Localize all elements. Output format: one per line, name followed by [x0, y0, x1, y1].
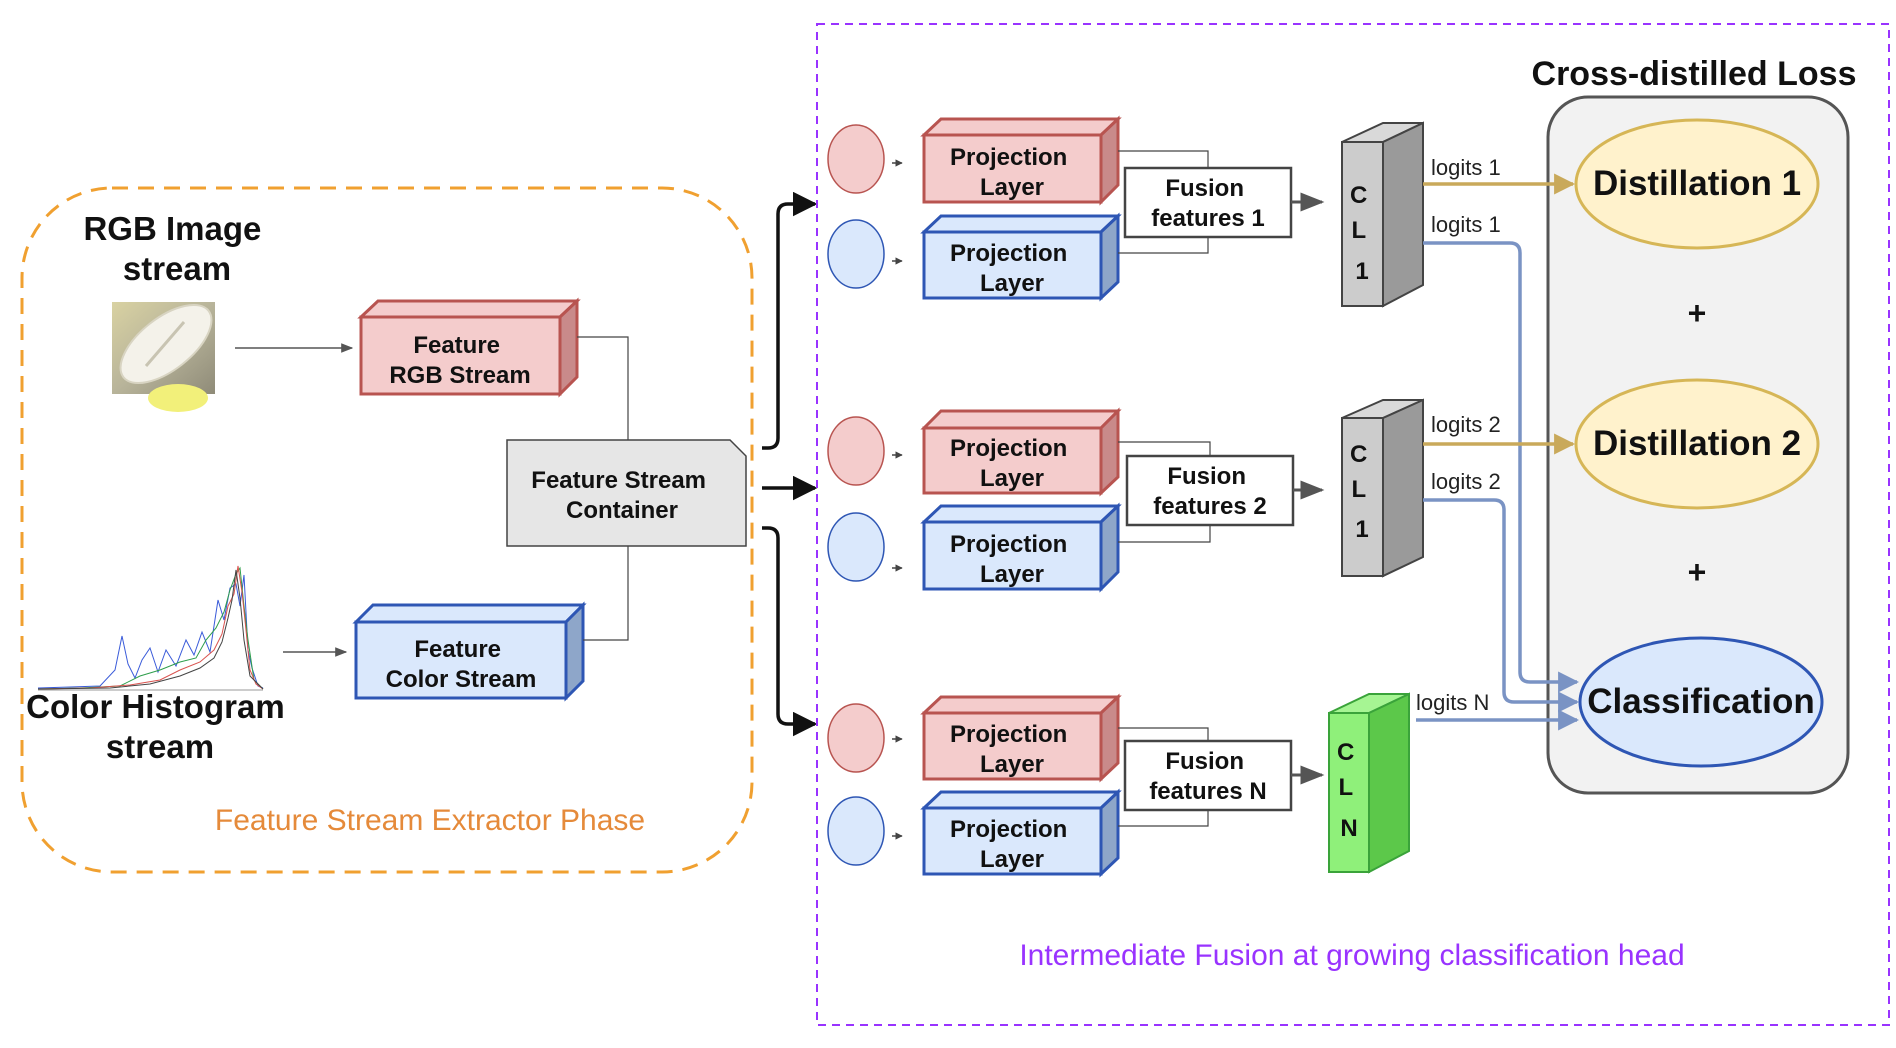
extractor-phase-label: Feature Stream Extractor Phase [215, 804, 645, 837]
plus-2: + [1688, 554, 1707, 590]
loss-title: Cross-distilled Loss [1532, 55, 1857, 93]
fanout-arrow-top [762, 191, 818, 450]
feature-rgb-stream-box: Feature RGB Stream [357, 297, 581, 398]
distillation-1-node [1574, 118, 1820, 250]
svg-text:Projection Layer: Projection Layer [950, 240, 1074, 297]
classifier-block: C L 1 [1341, 121, 1424, 308]
logits-top-label: logits 2 [1431, 412, 1501, 437]
fusion-phase-boundary [816, 23, 1890, 1026]
feature-rgb-label: Feature [413, 332, 500, 359]
blue-feature-node [827, 512, 885, 582]
projection-layer-red: Projection Layer [920, 693, 1122, 783]
feature-color-stream-box: Feature Color Stream [352, 601, 587, 702]
red-feature-node [827, 416, 885, 486]
classification-label: Classification [1587, 682, 1815, 721]
projection-layer-blue: Projection Layer [920, 212, 1122, 302]
classifier-block: C L 1 [1341, 398, 1424, 578]
fusion-features-box: Fusion features 1 [1123, 166, 1293, 239]
extractor-phase-boundary [20, 186, 754, 874]
logits2-to-classification [1423, 498, 1580, 713]
svg-text:Fusion features N: Fusion features N [1149, 748, 1266, 805]
rgb-pill-image [112, 302, 215, 412]
projection-layer-blue: Projection Layer [920, 502, 1122, 593]
color-feature-connector [583, 546, 629, 641]
logits-n-label: logits N [1416, 690, 1489, 715]
svg-text:Projection Layer: Projection Layer [950, 435, 1074, 492]
branch-2: Projection Layer Projection Layer Fusion… [827, 398, 1501, 593]
fanout-arrow-bottom [762, 526, 818, 737]
container-label: Feature Stream [531, 467, 706, 494]
fusion-features-box: Fusion features N [1123, 739, 1293, 812]
color-histogram-image [37, 565, 264, 691]
logits1-to-classification [1423, 241, 1580, 693]
svg-text:Feature Color Stream: Feature Color Stream [386, 636, 537, 693]
svg-text:C L N: C L N [1337, 739, 1361, 842]
distillation-1-label: Distillation 1 [1593, 164, 1801, 203]
svg-text:Projection Layer: Projection Layer [950, 144, 1074, 201]
classification-node [1578, 636, 1824, 768]
blue-feature-node [827, 219, 885, 289]
projection-layer-red: Projection Layer [920, 115, 1122, 206]
svg-text:Feature RGB Stream: Feature RGB Stream [389, 332, 530, 389]
classifier-block-n: C L N [1328, 692, 1410, 874]
fusion-phase-label: Intermediate Fusion at growing classific… [1019, 939, 1684, 972]
red-feature-node [827, 124, 885, 194]
feature-color-label: Feature [414, 636, 501, 663]
logits-bottom-label: logits 2 [1431, 469, 1501, 494]
projection-layer-blue: Projection Layer [920, 788, 1122, 878]
fusion-features-box: Fusion features 2 [1125, 454, 1295, 527]
svg-text:Fusion features 1: Fusion features 1 [1151, 175, 1264, 232]
logits-top-label: logits 1 [1431, 155, 1501, 180]
rgb-feature-connector [577, 336, 629, 440]
distillation-2-label: Distillation 2 [1593, 424, 1801, 463]
svg-text:Projection Layer: Projection Layer [950, 721, 1074, 778]
logits-bottom-label: logits 1 [1431, 212, 1501, 237]
svg-text:Projection Layer: Projection Layer [950, 816, 1074, 873]
svg-text:C L 1: C L 1 [1350, 182, 1374, 285]
branch-n: Projection Layer Projection Layer Fusion… [827, 690, 1489, 878]
rgb-stream-title: RGB Image stream [83, 210, 270, 287]
hist-stream-title: Color Histogram stream [26, 688, 294, 765]
svg-text:Projection Layer: Projection Layer [950, 531, 1074, 588]
svg-text:C L 1: C L 1 [1350, 441, 1374, 543]
projection-layer-red: Projection Layer [920, 407, 1122, 497]
svg-text:Fusion features 2: Fusion features 2 [1153, 463, 1266, 520]
branch-1: Projection Layer Projection Layer Fusion… [827, 115, 1501, 308]
plus-1: + [1688, 295, 1707, 331]
svg-text:Feature Stream Container: Feature Stream Container [531, 467, 712, 524]
blue-feature-node [827, 796, 885, 866]
red-feature-node [827, 703, 885, 773]
distillation-2-node [1574, 378, 1820, 510]
feature-stream-container: Feature Stream Container [506, 439, 747, 547]
